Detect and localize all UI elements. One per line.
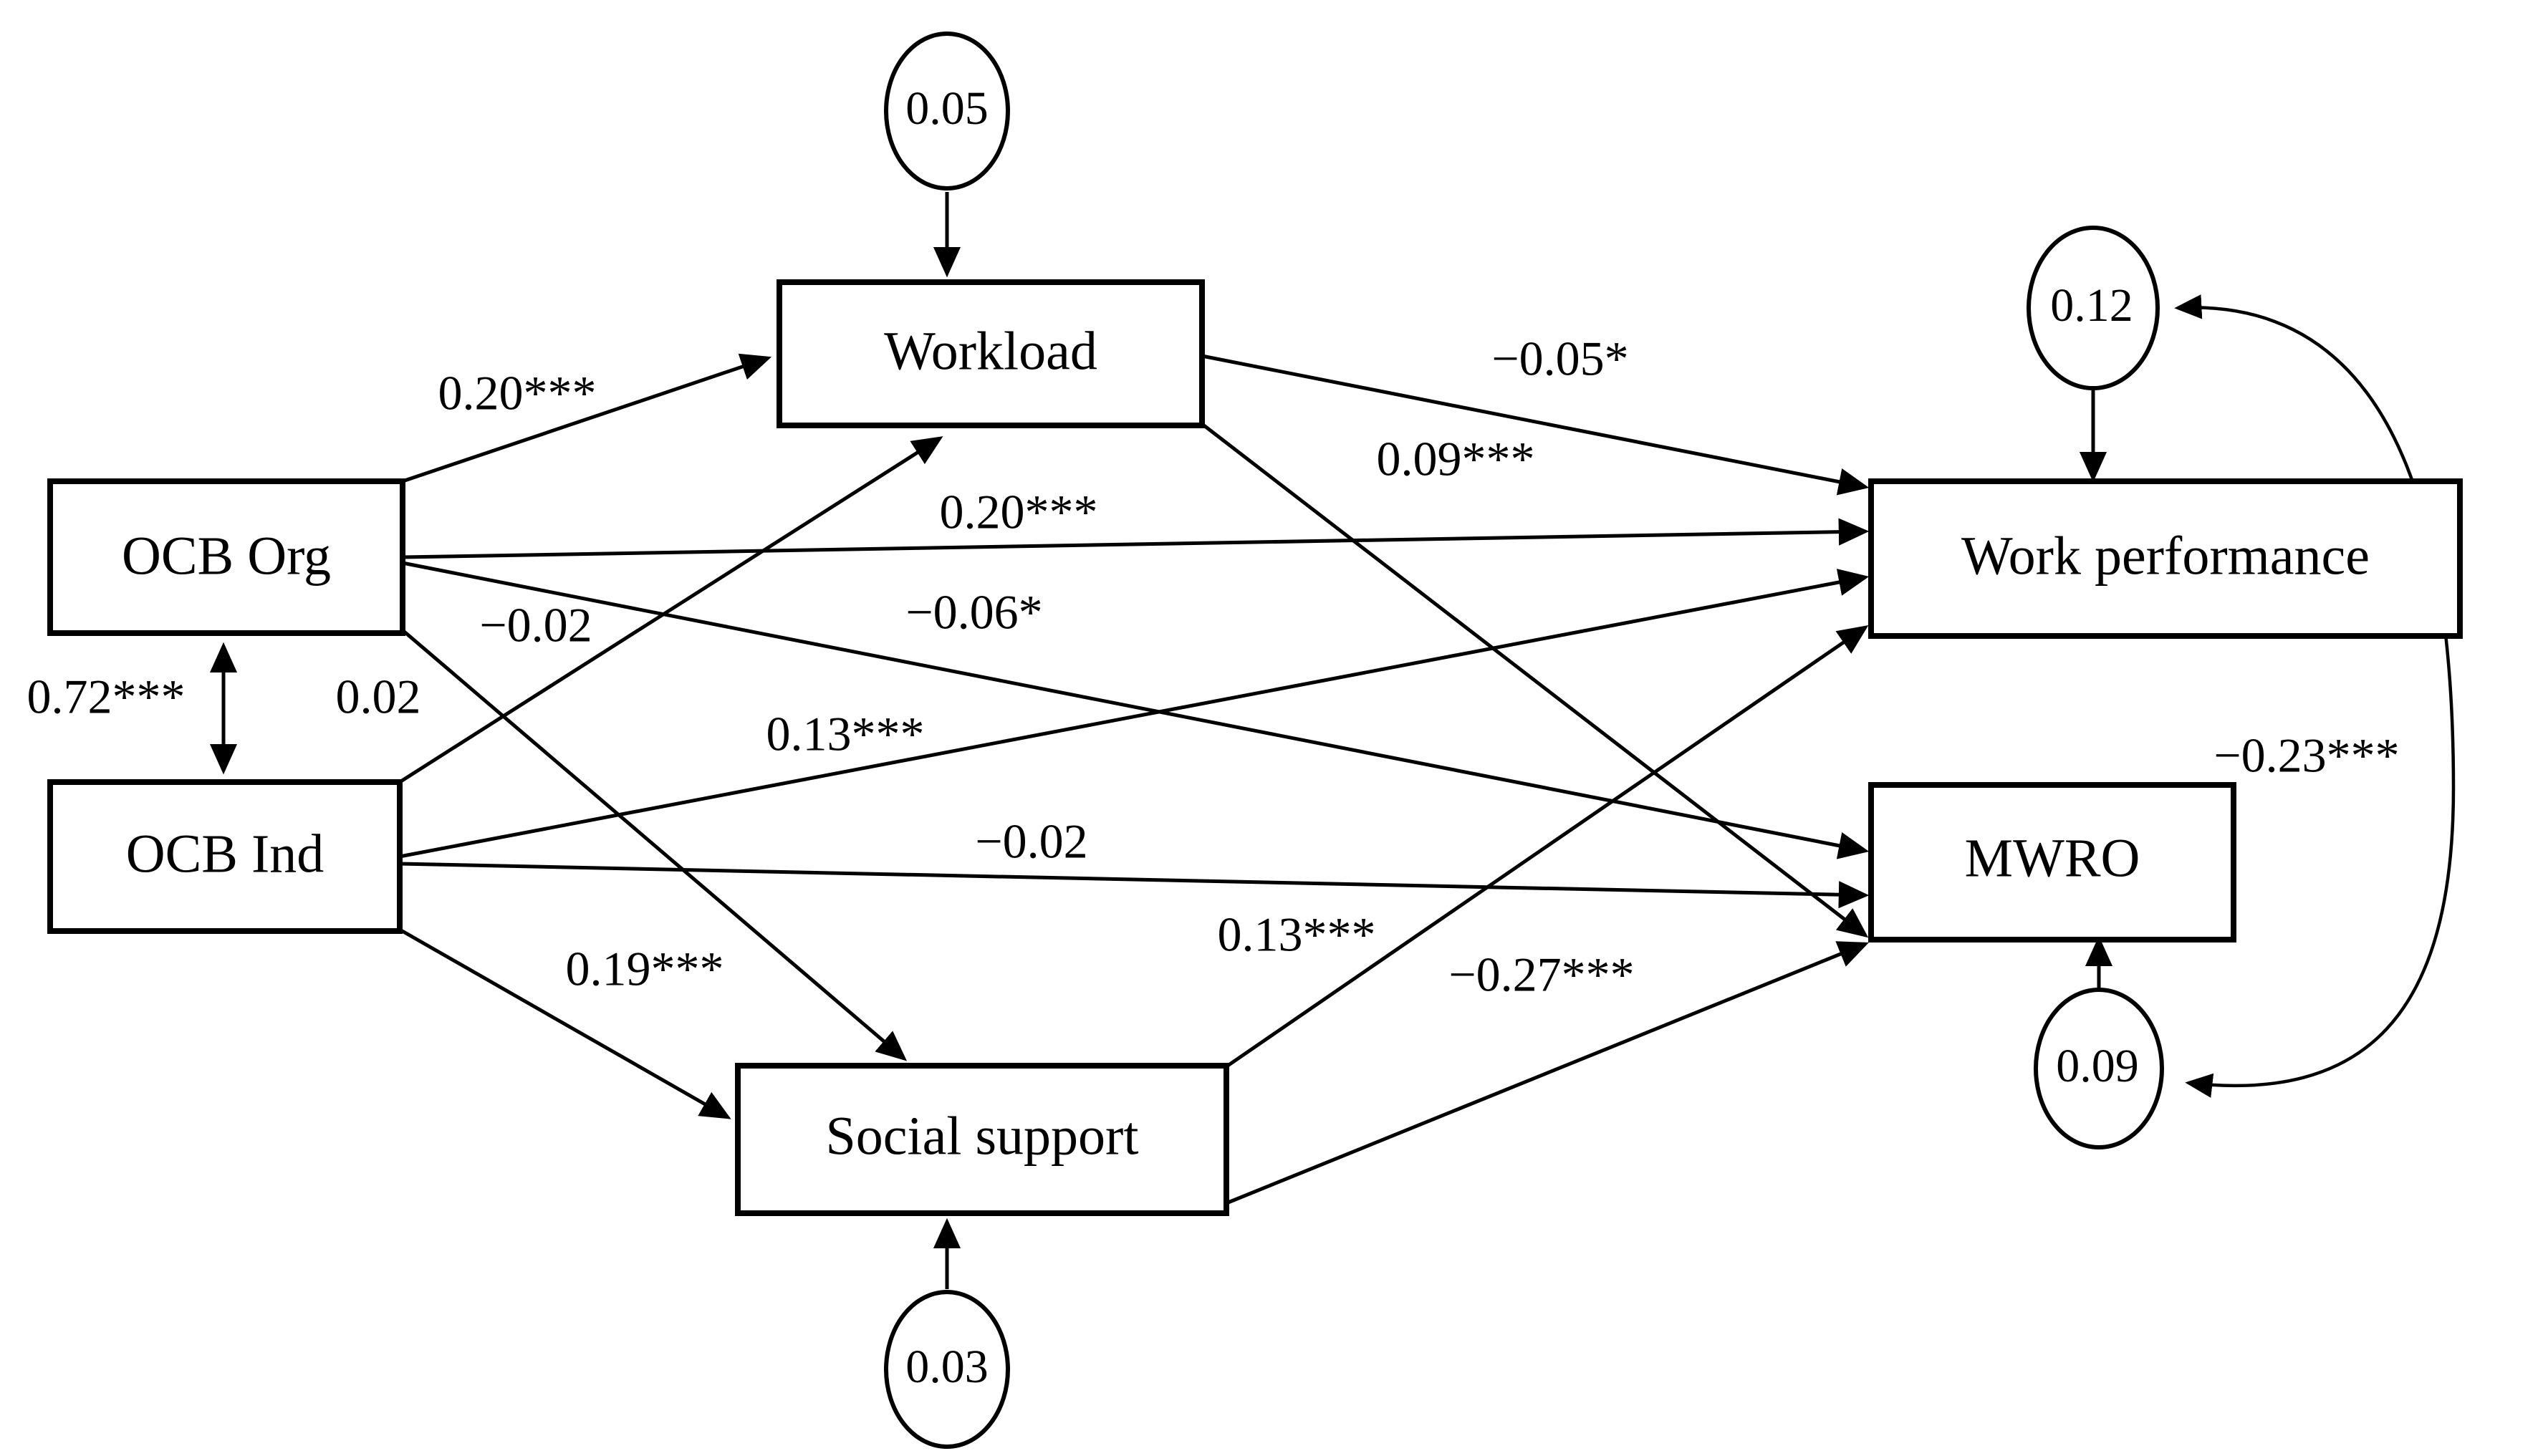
coef-label-ocb-org-ocb-ind-covariance: 0.72*** <box>27 670 186 724</box>
edge-workload-to-mwro <box>1201 423 1869 938</box>
edge-ocb-org-to-mwro <box>402 561 1870 859</box>
node-box-social-support <box>735 1063 1229 1216</box>
residual-label-work-performance: 0.12 <box>2050 279 2133 332</box>
node-box-workload <box>777 279 1205 428</box>
residual-circle-work-performance <box>2027 226 2160 390</box>
coef-label-ocb-org-to-mwro: −0.06* <box>905 585 1042 640</box>
coef-label-workload-to-mwro: 0.09*** <box>1377 432 1535 486</box>
residual-label-workload: 0.05 <box>905 82 989 135</box>
node-label-mwro: MWRO <box>1965 828 2140 888</box>
edge-ocb-ind-to-work-performance <box>399 569 1870 859</box>
residual-label-social-support: 0.03 <box>905 1341 989 1393</box>
node-box-work-performance <box>1868 478 2463 639</box>
node-label-work-performance: Work performance <box>1961 526 2370 586</box>
node-label-social-support: Social support <box>826 1106 1139 1166</box>
node-label-workload: Workload <box>884 321 1097 381</box>
residual-circle-mwro <box>2034 988 2164 1149</box>
coef-label-ocb-ind-to-social-support: 0.19*** <box>566 942 724 996</box>
node-label-ocb-org: OCB Org <box>122 526 331 586</box>
edge-social-support-to-mwro <box>1226 941 1869 1205</box>
node-box-mwro <box>1868 782 2236 942</box>
edge-ocb-ind-to-workload <box>398 436 943 784</box>
coef-label-ocb-ind-to-workload: 0.02 <box>336 670 421 724</box>
edge-ocb-org-to-work-performance <box>402 518 1870 559</box>
coef-label-ocb-ind-to-mwro: −0.02 <box>975 814 1087 869</box>
coef-label-ocb-org-to-workload: 0.20*** <box>438 366 597 420</box>
coef-label-social-support-to-mwro: −0.27*** <box>1448 948 1634 1002</box>
residual-label-mwro: 0.09 <box>2056 1040 2139 1092</box>
residual-circle-workload <box>884 32 1010 191</box>
coef-label-social-support-to-work-performance: 0.13*** <box>1218 907 1376 962</box>
edge-ocb-ind-to-social-support <box>398 927 731 1119</box>
node-label-ocb-ind: OCB Ind <box>126 824 325 884</box>
coef-label-ocb-ind-to-work-performance: 0.13*** <box>766 707 925 761</box>
coef-label-workload-to-work-performance: −0.05* <box>1491 332 1628 386</box>
coef-label-residual-covariance: −0.23*** <box>2213 728 2399 783</box>
edge-ocb-ind-to-mwro <box>399 862 1870 909</box>
coef-label-ocb-org-to-work-performance: 0.20*** <box>940 485 1098 539</box>
residual-circle-social-support <box>884 1290 1010 1449</box>
node-box-ocb-ind <box>47 779 403 934</box>
edge-workload-to-work-performance <box>1201 354 1870 496</box>
edge-residual-covariance-curve <box>2174 294 2456 1098</box>
node-box-ocb-org <box>47 478 405 636</box>
edge-ocb-org-to-workload <box>402 353 772 483</box>
coef-label-ocb-org-to-social-support: −0.02 <box>479 598 592 652</box>
edge-ocb-org-to-social-support <box>401 629 908 1061</box>
edge-social-support-to-work-performance <box>1222 625 1869 1071</box>
